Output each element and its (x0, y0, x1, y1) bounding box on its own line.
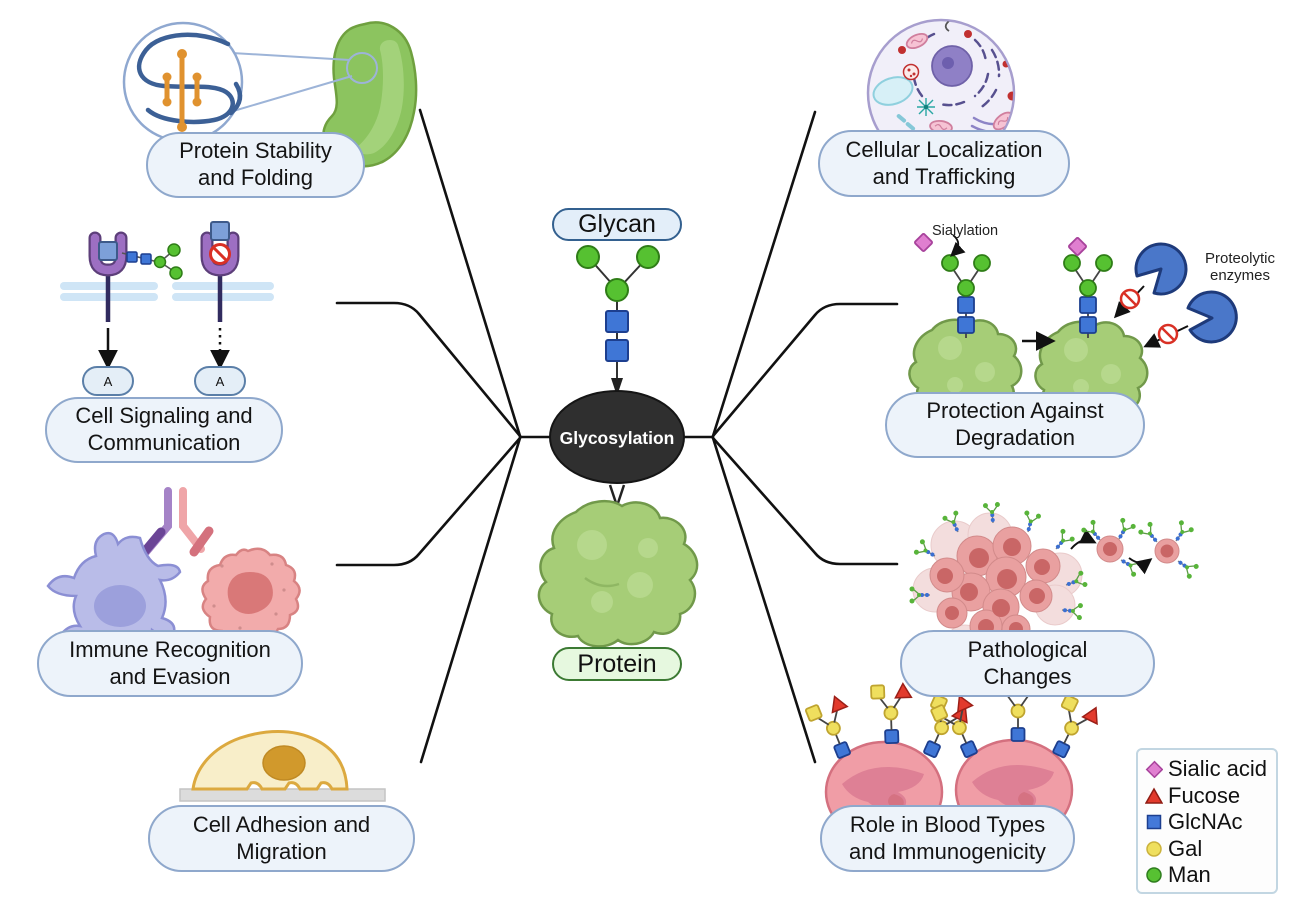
man-circle (605, 278, 629, 302)
antibody-icons (136, 487, 214, 561)
node-blood-types: Role in Blood Types and Immunogenicity (820, 805, 1075, 872)
node-label-line: Immune Recognition (69, 636, 271, 662)
fucose-triangle-icon (1145, 786, 1163, 804)
signal-a-right: A (194, 366, 246, 396)
node-label-line: Migration (236, 838, 327, 864)
legend-item-gal: Gal (1145, 836, 1272, 862)
signal-a-left: A (82, 366, 134, 396)
sialylation-note: Sialylation (932, 223, 999, 239)
protein-tag: Protein (552, 647, 682, 681)
disulfide-crosslinks (164, 52, 200, 129)
signal-a-label: A (103, 373, 113, 389)
cell-adhesion-illustration (179, 730, 386, 802)
node-label-line: Role in Blood Types (849, 811, 1046, 837)
node-protein-stability: Protein Stability and Folding (146, 132, 365, 198)
node-label-line: and Immunogenicity (849, 838, 1046, 864)
glcnac-square (605, 339, 629, 362)
legend-label: Fucose (1168, 782, 1241, 808)
sialic-acid-diamond-icon (1145, 760, 1163, 778)
node-label-line: and Trafficking (872, 163, 1016, 189)
glycan-tag: Glycan (552, 208, 682, 241)
sialic-acid-attached (1068, 237, 1087, 256)
protein-blob (537, 499, 699, 648)
node-label-line: Changes (983, 663, 1072, 689)
man-circle (576, 245, 600, 269)
node-label-line: Protection Against (926, 398, 1104, 424)
ligand-square (98, 241, 118, 261)
degradation-illustration (908, 233, 1238, 420)
legend-item-man: Man (1145, 862, 1272, 888)
node-label-line: Pathological (967, 636, 1088, 662)
protease-pacman (1134, 242, 1188, 296)
node-cell-adhesion: Cell Adhesion and Migration (148, 805, 415, 872)
node-label-line: and Evasion (109, 663, 231, 689)
protein-stability-illustration (122, 21, 418, 168)
node-label-line: Protein Stability (179, 138, 332, 164)
node-cellular-localization: Cellular Localization and Trafficking (818, 130, 1070, 197)
metastatic-cell (1079, 516, 1144, 579)
gal-circle-icon (1146, 840, 1162, 857)
hub-label: Glycosylation (560, 428, 675, 448)
signal-a-label: A (215, 373, 225, 389)
glcnac-square (605, 310, 629, 333)
node-protection-degradation: Protection Against Degradation (885, 392, 1145, 458)
vacuole (872, 76, 914, 106)
hub-node: Glycosylation (549, 390, 685, 510)
legend-item-fucose: Fucose (1145, 783, 1272, 809)
glycan-legend: Sialic acid Fucose GlcNAc Gal Man (1136, 748, 1278, 894)
proteolytic-enzymes-note: Proteolytic enzymes (1192, 250, 1288, 285)
cell-signaling-illustration (60, 221, 274, 370)
glycan-tag-label: Glycan (578, 210, 656, 238)
substrate (179, 788, 386, 802)
man-circle-icon (1146, 867, 1162, 883)
node-label-line: Communication (87, 430, 241, 455)
legend-item-sialic-acid: Sialic acid (1145, 756, 1272, 782)
folded-protein-chain (136, 32, 235, 125)
node-label-line: Cellular Localization (845, 136, 1043, 162)
unbound-ligand-square (210, 221, 230, 241)
glcnac-square-icon (1146, 814, 1162, 830)
legend-label: Gal (1168, 835, 1203, 861)
legend-label: Man (1168, 862, 1211, 887)
protease-pacman (1186, 290, 1238, 344)
legend-label: Sialic acid (1168, 756, 1268, 781)
note-line: enzymes (1209, 267, 1271, 285)
legend-label: GlcNAc (1168, 809, 1243, 834)
note-line: Proteolytic (1204, 250, 1276, 267)
node-label-line: and Folding (198, 165, 313, 190)
node-label-line: Cell Adhesion and (192, 811, 371, 837)
node-immune-recognition: Immune Recognition and Evasion (37, 630, 303, 697)
protein-tag-label: Protein (577, 649, 657, 678)
metastatic-cell (1136, 518, 1201, 581)
glycan-structure (576, 245, 660, 396)
connector-lines (335, 108, 899, 764)
hub-ellipse (549, 390, 685, 484)
node-label-line: Cell Signaling and (75, 403, 253, 429)
legend-item-glcnac: GlcNAc (1145, 809, 1272, 835)
magnifier-target-circle (346, 52, 378, 84)
membrane (60, 282, 274, 301)
sialic-acid-free (914, 233, 933, 252)
node-label-line: Degradation (955, 425, 1075, 450)
man-circle (636, 245, 660, 269)
node-cell-signaling: Cell Signaling and Communication (45, 397, 283, 463)
node-pathological-changes: Pathological Changes (900, 630, 1155, 697)
